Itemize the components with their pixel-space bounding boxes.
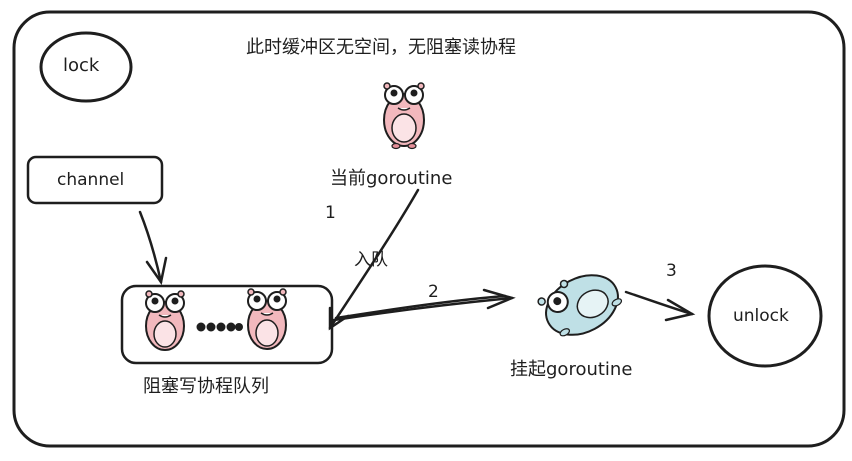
step-1-label: 1 bbox=[325, 203, 336, 223]
unlock-arrow bbox=[624, 290, 696, 322]
suspended-gopher-icon bbox=[537, 274, 623, 337]
current-gopher-icon bbox=[383, 82, 425, 150]
suspend-arrow bbox=[332, 288, 516, 322]
unlock-label: unlock bbox=[733, 306, 789, 326]
channel-to-queue-arrow bbox=[138, 210, 168, 286]
lock-circle bbox=[39, 31, 133, 103]
step-3-label: 3 bbox=[666, 261, 677, 281]
channel-box bbox=[26, 155, 164, 205]
queue-ellipsis bbox=[196, 322, 243, 332]
current-goroutine-label: 当前goroutine bbox=[330, 168, 453, 189]
channel-label: channel bbox=[57, 170, 125, 190]
lock-label: lock bbox=[63, 55, 100, 76]
queued-gopher-1-icon bbox=[145, 290, 185, 351]
enqueue-label: 入队 bbox=[354, 250, 388, 270]
queued-gopher-2-icon bbox=[247, 288, 287, 350]
suspend-goroutine-label: 挂起goroutine bbox=[510, 359, 633, 380]
outer-frame bbox=[12, 10, 846, 448]
step-2-label: 2 bbox=[428, 282, 439, 302]
blocked-write-queue-label: 阻塞写协程队列 bbox=[143, 376, 269, 397]
diagram-title: 此时缓冲区无空间，无阻塞读协程 bbox=[246, 37, 516, 58]
unlock-circle bbox=[707, 264, 823, 368]
